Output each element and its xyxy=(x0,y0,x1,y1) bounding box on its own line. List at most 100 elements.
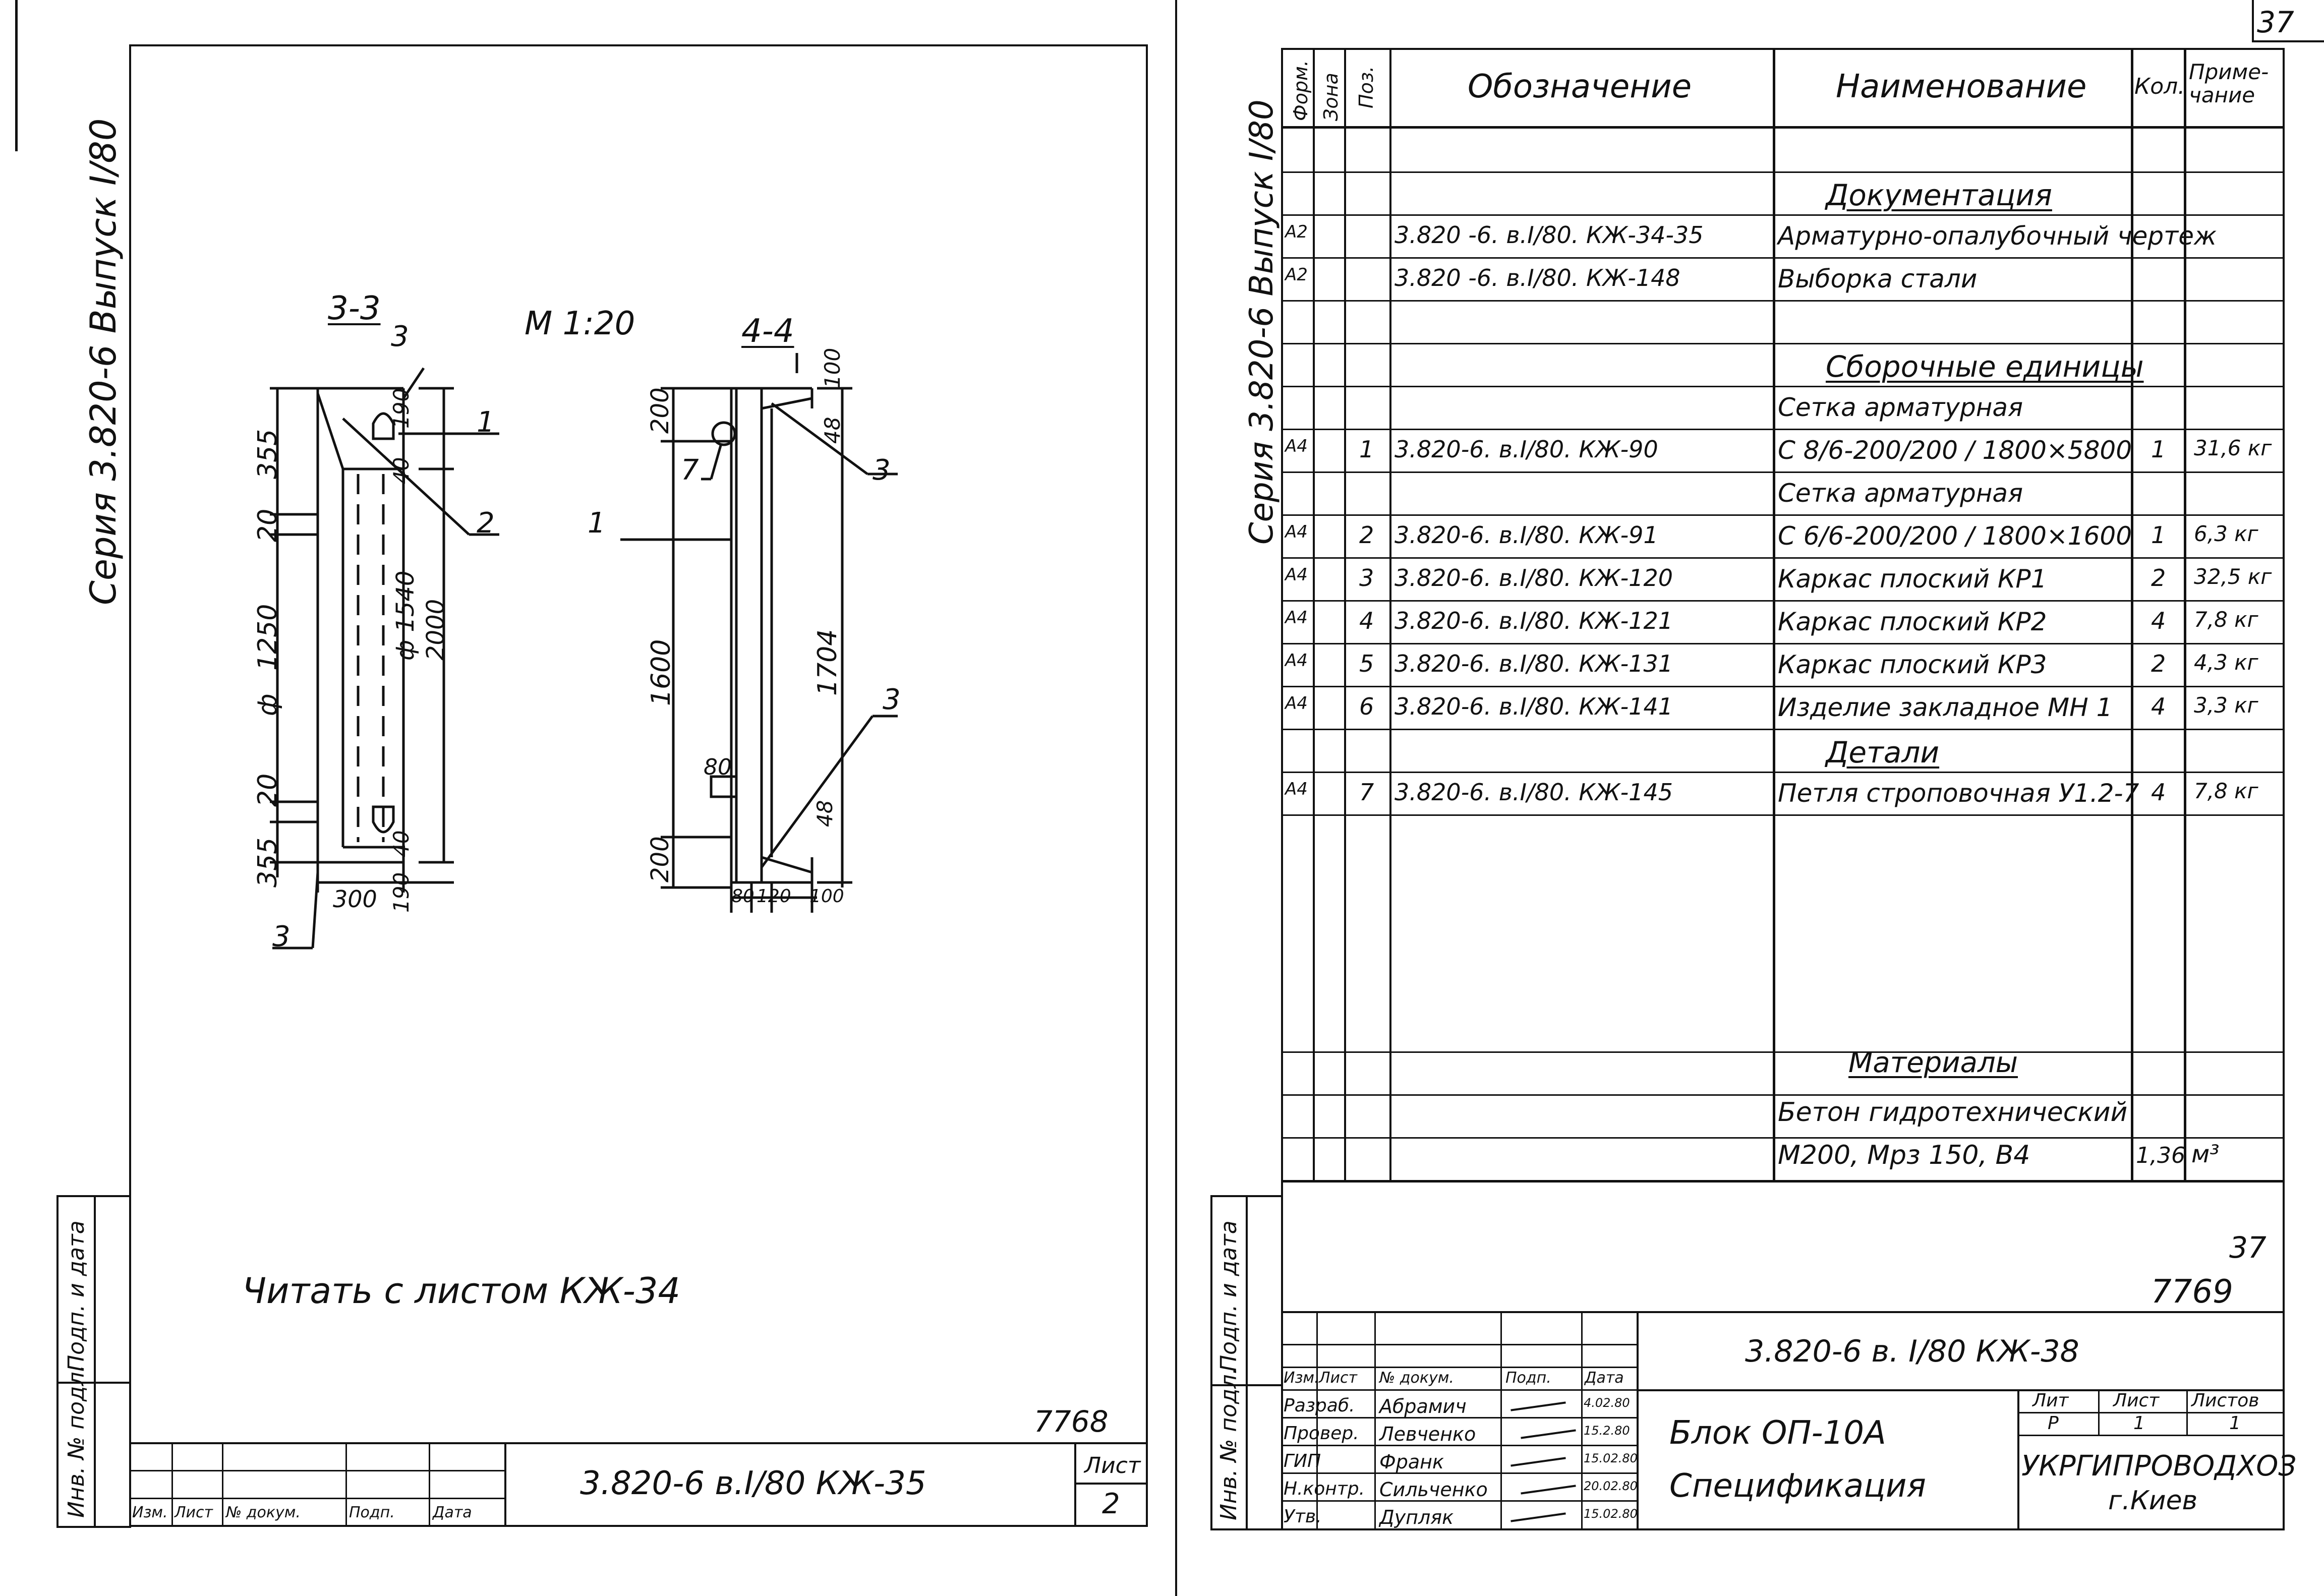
spec-cell-note: 32,5 кг xyxy=(2194,564,2272,589)
dim-3-300: 300 xyxy=(333,885,377,913)
hdr-pos: Поз. xyxy=(1355,66,1377,108)
right-sheet-no-small: 37 xyxy=(2229,1230,2267,1265)
spec-cell-name: Арматурно-опалубочный чертеж xyxy=(1778,221,2217,251)
dim-3-190b: 190 xyxy=(389,872,414,913)
spec-cell-note: 3,3 кг xyxy=(2194,693,2258,718)
dim-4-120: 120 xyxy=(757,886,791,907)
right-archive-no: 7769 xyxy=(2151,1273,2233,1311)
spec-cell-format: А4 xyxy=(1285,693,1308,714)
dim-4-100b: 100 xyxy=(809,886,844,907)
spec-cell-name: Петля строповочная У1.2-7 xyxy=(1778,779,2139,808)
left-tb-h-date: Дата xyxy=(433,1504,472,1521)
hdr-qty: Кол. xyxy=(2134,74,2185,99)
spec-cell-note: 31,6 кг xyxy=(2194,436,2272,460)
spec-cell-name: С 8/6-200/200 / 1800×5800 xyxy=(1778,436,2132,465)
dim-4-80b: 80 xyxy=(731,886,754,907)
spec-cell-format: А4 xyxy=(1285,779,1308,799)
material-row-1: Бетон гидротехнический xyxy=(1778,1097,2128,1128)
right-tb-list-v: 1 xyxy=(2133,1413,2145,1434)
spec-cell-name: С 6/6-200/200 / 1800×1600 xyxy=(1778,521,2132,551)
section-3-title: 3-3 xyxy=(328,290,381,327)
spec-cell-heading: Документация xyxy=(1826,178,2052,212)
spec-cell-designation: 3.820-6. в.I/80. КЖ-120 xyxy=(1395,564,1673,592)
spec-cell-name: Каркас плоский КР2 xyxy=(1778,607,2047,636)
dim-3-355b: 355 xyxy=(253,837,283,888)
spec-cell-pos: 3 xyxy=(1359,564,1374,592)
dim-3-20a: 20 xyxy=(253,508,283,542)
spec-cell-qty: 1 xyxy=(2151,436,2166,463)
dim-3-190a: 190 xyxy=(389,388,414,429)
spec-cell-note: 7,8 кг xyxy=(2194,607,2258,632)
tb-date: 15.02.80 xyxy=(1584,1451,1638,1465)
dim-4-48b: 48 xyxy=(812,800,837,827)
spec-cell-designation: 3.820-6. в.I/80. КЖ-121 xyxy=(1395,607,1673,634)
spec-cell-qty: 2 xyxy=(2151,564,2166,592)
spec-cell-pos: 1 xyxy=(1359,436,1374,463)
spec-cell-name: Сетка арматурная xyxy=(1778,479,2023,508)
left-tb-code: 3.820-6 в.I/80 КЖ-35 xyxy=(580,1465,926,1502)
left-tb-h-sign: Подп. xyxy=(349,1504,395,1521)
right-margin-series: Серия 3.820-6 Выпуск I/80 xyxy=(1243,99,1281,545)
tb-role: Провер. xyxy=(1284,1423,1359,1444)
spec-cell-pos: 2 xyxy=(1359,521,1374,549)
hdr-zone: Зона xyxy=(1320,73,1342,121)
spec-cell-designation: 3.820-6. в.I/80. КЖ-131 xyxy=(1395,650,1673,677)
right-tb-lit-v: Р xyxy=(2048,1413,2059,1434)
dim-3-40b: 40 xyxy=(389,830,414,857)
left-stamp-label-sign: Подп. и дата xyxy=(64,1220,89,1372)
left-margin-series: Серия 3.820-6 Выпуск I/80 xyxy=(83,118,124,605)
section-4-drawing xyxy=(620,353,898,913)
dim-3-phi: ф xyxy=(253,693,283,716)
tb-person: Франк xyxy=(1379,1451,1444,1473)
spec-cell-name: Каркас плоский КР3 xyxy=(1778,650,2047,679)
right-tb-h-izm: Изм. xyxy=(1284,1369,1319,1387)
spec-cell-format: А4 xyxy=(1285,651,1308,671)
read-with-note: Читать с листом КЖ-34 xyxy=(242,1270,680,1312)
callout-3-top: 3 xyxy=(391,320,409,353)
spec-cell-pos: 7 xyxy=(1359,779,1374,806)
left-frame xyxy=(129,44,1148,1527)
dim-3-1250: 1250 xyxy=(253,604,283,671)
spec-cell-designation: 3.820 -6. в.I/80. КЖ-34-35 xyxy=(1395,221,1704,249)
material-row-2-note: м³ xyxy=(2191,1140,2220,1168)
dim-4-200b: 200 xyxy=(646,836,674,882)
tb-person: Дупляк xyxy=(1379,1506,1454,1528)
right-tb-city: г.Киев xyxy=(2108,1486,2198,1516)
spec-cell-heading: Детали xyxy=(1826,735,1940,770)
dim-4-1704: 1704 xyxy=(812,629,843,696)
right-tb-h-sign: Подп. xyxy=(1505,1369,1551,1387)
callout-4-3b: 3 xyxy=(883,683,901,716)
left-stamp-label-inv: Инв. № подл. xyxy=(64,1365,89,1518)
left-tb-h-doc: № докум. xyxy=(226,1504,301,1521)
hdr-designation: Обозначение xyxy=(1468,68,1692,105)
spec-cell-format: А4 xyxy=(1285,522,1308,542)
tb-date: 20.02.80 xyxy=(1584,1479,1638,1493)
tb-person: Абрамич xyxy=(1379,1395,1467,1417)
spec-cell-pos: 4 xyxy=(1359,607,1374,634)
spec-cell-designation: 3.820 -6. в.I/80. КЖ-148 xyxy=(1395,264,1680,291)
spec-cell-format: А4 xyxy=(1285,608,1308,628)
dim-4-48a: 48 xyxy=(820,417,845,444)
spec-cell-designation: 3.820-6. в.I/80. КЖ-141 xyxy=(1395,693,1673,720)
right-tb-listov-v: 1 xyxy=(2229,1413,2241,1434)
spec-cell-format: А4 xyxy=(1285,436,1308,456)
dim-4-100: 100 xyxy=(820,347,845,388)
spec-cell-designation: 3.820-6. в.I/80. КЖ-91 xyxy=(1395,521,1658,549)
tb-role: ГИП xyxy=(1284,1451,1321,1471)
spec-cell-qty: 4 xyxy=(2151,779,2166,806)
hdr-name: Наименование xyxy=(1836,68,2087,105)
right-tb-code: 3.820-6 в. I/80 КЖ-38 xyxy=(1745,1334,2079,1369)
materials-heading: Материалы xyxy=(1848,1046,2018,1079)
dim-3-40a: 40 xyxy=(389,457,414,484)
right-tb-h-list: Лист xyxy=(1319,1369,1358,1387)
section-3-drawing xyxy=(270,367,499,950)
callout-4-7: 7 xyxy=(681,454,699,487)
left-tb-h-list: Лист xyxy=(175,1504,213,1521)
right-tb-list-h: Лист xyxy=(2113,1390,2160,1411)
spec-cell-name: Сетка арматурная xyxy=(1778,393,2023,422)
right-tb-h-doc: № докум. xyxy=(1379,1369,1454,1387)
callout-3-bottom: 3 xyxy=(272,920,290,953)
dim-4-1600: 1600 xyxy=(646,639,676,706)
spec-cell-heading: Сборочные единицы xyxy=(1826,349,2144,384)
left-tb-sheet-no: 2 xyxy=(1102,1488,1120,1520)
